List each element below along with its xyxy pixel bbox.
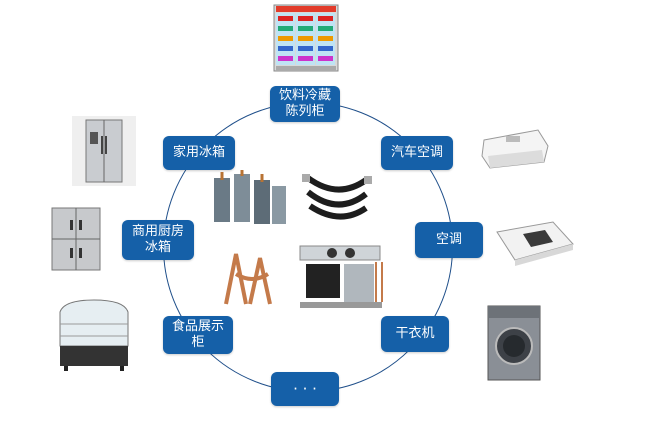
label-commercial-kitchen-fridge[interactable]: 商用厨房 冰箱 — [122, 220, 194, 260]
dryer-image — [486, 304, 542, 382]
condensing-unit-image — [296, 242, 390, 312]
label-car-ac[interactable]: 汽车空调 — [381, 136, 453, 170]
home-fridge-image — [72, 116, 136, 186]
label-food-display[interactable]: 食品展示 柜 — [163, 316, 233, 354]
label-ac[interactable]: 空调 — [415, 222, 483, 258]
heat-exchanger-image — [204, 168, 290, 230]
hose-assembly-image — [300, 160, 376, 230]
car-ac-image — [478, 122, 552, 174]
label-home-fridge[interactable]: 家用冰箱 — [163, 136, 235, 170]
label-dryer[interactable]: 干衣机 — [381, 316, 449, 352]
ceiling-ac-image — [493, 216, 577, 272]
copper-tubing-image — [216, 244, 286, 314]
beverage-cabinet-image — [273, 4, 339, 74]
label-beverage-cabinet[interactable]: 饮料冷藏 陈列柜 — [270, 86, 340, 122]
commercial-kitchen-fridge-image — [50, 206, 102, 274]
label-more[interactable]: · · · — [271, 372, 339, 406]
food-display-image — [54, 296, 134, 372]
